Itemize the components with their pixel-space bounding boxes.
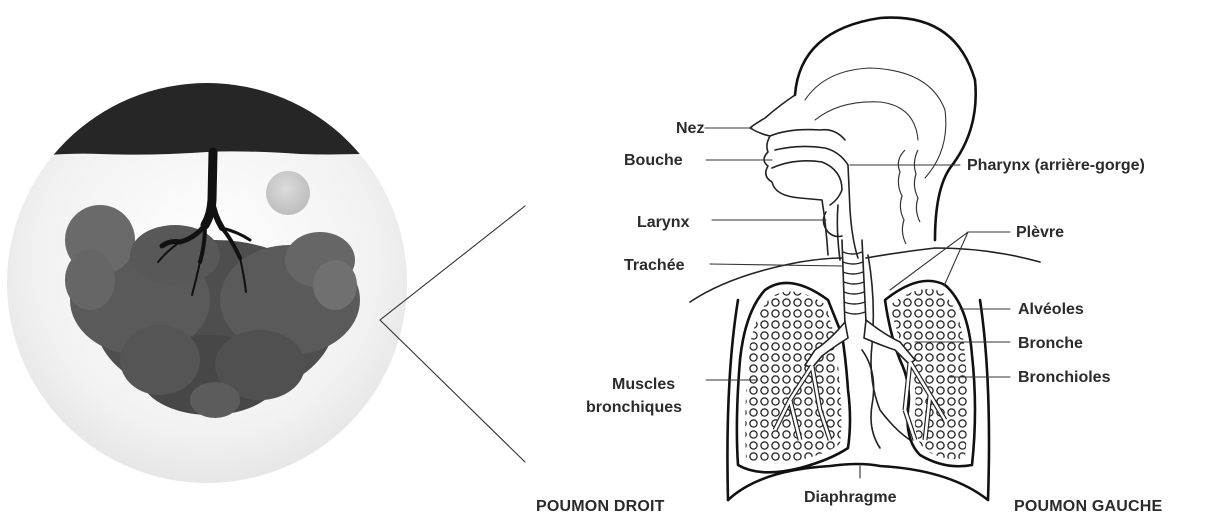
head-outline: [795, 18, 976, 240]
nasal-cavity: [770, 130, 845, 140]
label-diaphragme: Diaphragme: [804, 489, 897, 506]
sun-icon: [266, 171, 310, 215]
spine: [898, 150, 920, 244]
label-plevre: Plèvre: [1016, 224, 1064, 241]
label-muscles-line2: bronchiques: [586, 399, 682, 416]
label-pharynx: Pharynx (arrière-gorge): [967, 157, 1145, 174]
anatomy-illustration: [690, 18, 1040, 500]
label-bronchioles: Bronchioles: [1018, 369, 1111, 386]
palate: [775, 146, 848, 165]
skull-inner: [805, 68, 946, 178]
label-bronche: Bronche: [1018, 335, 1083, 352]
label-trachee: Trachée: [624, 257, 685, 274]
tree-illustration: [0, 0, 420, 483]
soil-cap: [0, 0, 420, 160]
label-larynx: Larynx: [637, 214, 690, 231]
label-poumon-gauche: POUMON GAUCHE: [1014, 498, 1163, 515]
pharynx: [848, 165, 858, 258]
label-muscles-line1: Muscles: [612, 376, 675, 393]
trachea: [842, 240, 866, 325]
label-bouche: Bouche: [624, 152, 683, 169]
label-poumon-droit: POUMON DROIT: [536, 498, 665, 515]
label-nez: Nez: [676, 120, 704, 137]
label-alveoles: Alvéoles: [1018, 301, 1084, 318]
